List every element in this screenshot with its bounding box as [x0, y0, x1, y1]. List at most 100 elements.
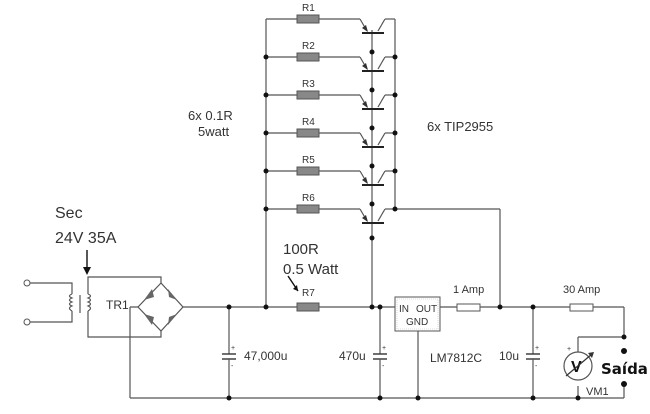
- transistor-arrow-icon: [362, 25, 368, 32]
- junction-dot: [263, 304, 269, 310]
- bridge-outline: [137, 282, 184, 332]
- junction-dot: [392, 206, 398, 212]
- input-terminal-bottom[interactable]: [23, 318, 31, 326]
- resistor-transistor-row: R1: [266, 3, 395, 34]
- primary-wires: [30, 282, 73, 323]
- junction-dot: [263, 92, 269, 98]
- junction-dot: [621, 334, 627, 340]
- output-terminal-positive[interactable]: [621, 348, 627, 354]
- fuse-30amp: [569, 303, 594, 312]
- secondary-label: Sec: [55, 205, 83, 222]
- resistor-ref: R1: [302, 3, 315, 14]
- capacitor-470u: + - 470u: [339, 307, 387, 398]
- capacitor-47000u: + - 47,000u: [222, 307, 287, 398]
- polarity-minus: -: [231, 363, 234, 370]
- secondary-wires: [87, 276, 162, 338]
- junction-dot: [263, 54, 269, 60]
- transistor-arrow-icon: [362, 101, 368, 108]
- fuse-30amp-label: 30 Amp: [563, 284, 600, 296]
- resistor-ref: R3: [302, 79, 315, 90]
- regulator-in-pin: IN: [399, 304, 409, 315]
- regulator-out-pin: OUT: [416, 304, 437, 315]
- junction-dot: [392, 54, 398, 60]
- junction-dot: [263, 206, 269, 212]
- voltmeter-arrow-icon: [565, 353, 593, 377]
- resistor-transistor-row: R5: [263, 155, 398, 186]
- cap-value: 10u: [499, 349, 519, 363]
- transistor-collector: [377, 132, 386, 146]
- resistor-r7: [296, 302, 320, 312]
- resistor-r6: [296, 204, 320, 214]
- resistor-power-note: 5watt: [198, 124, 229, 139]
- resistor-ref: R6: [302, 193, 315, 204]
- fuse-1amp: [456, 303, 481, 312]
- junction-dot: [530, 304, 536, 310]
- r7-power: 0.5 Watt: [283, 261, 339, 278]
- input-terminal-top[interactable]: [23, 279, 31, 287]
- capacitor-10u: + - 10u: [499, 307, 540, 398]
- junction-dot: [575, 395, 581, 401]
- junction-dot: [369, 304, 375, 310]
- r7-value: 100R: [283, 241, 319, 258]
- transistor-note: 6x TIP2955: [427, 119, 493, 134]
- primary-coil-icon: [68, 293, 74, 312]
- cap-value: 470u: [339, 349, 366, 363]
- voltmeter-plus: +: [567, 346, 571, 353]
- transistor-collector: [377, 170, 386, 184]
- transistor-collector: [377, 56, 386, 70]
- junction-dot: [377, 304, 383, 310]
- secondary-arrowhead-icon: [83, 267, 91, 275]
- resistor-note: 6x 0.1R: [188, 108, 233, 123]
- junctions: [226, 206, 627, 401]
- voltmeter-arrowhead-icon: [588, 352, 594, 358]
- resistor-transistor-row: R3: [263, 79, 398, 110]
- junction-dot: [415, 395, 421, 401]
- cap-value: 47,000u: [244, 349, 287, 363]
- resistor-transistor-row: R6: [263, 193, 395, 224]
- junction-dot: [369, 163, 375, 169]
- junction-dot: [392, 130, 398, 136]
- output-label: Saída: [601, 360, 648, 378]
- voltmeter-ref: VM1: [586, 386, 609, 398]
- bridge-rectifier: [129, 282, 184, 398]
- regulator-gnd-pin: GND: [406, 317, 428, 328]
- transistor-arrow-icon: [362, 63, 368, 70]
- junction-dot: [369, 87, 375, 93]
- diode-icon: [144, 314, 154, 325]
- resistor-ref: R4: [302, 117, 315, 128]
- junction-dot: [369, 201, 375, 207]
- secondary-rating: 24V 35A: [55, 230, 117, 247]
- transistor-collector: [377, 18, 386, 32]
- junction-dot: [263, 168, 269, 174]
- output-terminal-negative[interactable]: [621, 381, 627, 387]
- junction-dot: [392, 92, 398, 98]
- junction-dot: [369, 125, 375, 131]
- transformer-tr1: TR1: [23, 276, 162, 338]
- resistor-r2: [296, 52, 320, 62]
- resistor-r4: [296, 128, 320, 138]
- r7-arrowhead-icon: [293, 285, 298, 291]
- diode-icon: [168, 314, 177, 325]
- resistor-r3: [296, 90, 320, 100]
- junction-dot: [263, 130, 269, 136]
- polarity-plus: +: [231, 345, 235, 352]
- junction-dot: [369, 235, 375, 241]
- transistor-collector: [377, 94, 386, 108]
- junction-dot: [497, 304, 503, 310]
- transistor-collector: [377, 208, 386, 222]
- r7-ref: R7: [302, 288, 315, 299]
- junction-dot: [369, 49, 375, 55]
- diode-icon: [144, 289, 154, 300]
- resistor-transistor-row: R2: [263, 41, 398, 72]
- tr1-label: TR1: [106, 298, 129, 312]
- polarity-minus: -: [535, 363, 538, 370]
- resistor-transistor-row: R4: [263, 117, 398, 148]
- regulator-part-label: LM7812C: [430, 351, 482, 365]
- diode-icon: [168, 289, 177, 300]
- junction-dot: [226, 304, 232, 310]
- resistor-r1: [296, 14, 320, 24]
- polarity-minus: -: [382, 363, 385, 370]
- fuse-1amp-label: 1 Amp: [453, 284, 484, 296]
- transistor-arrow-icon: [362, 215, 368, 222]
